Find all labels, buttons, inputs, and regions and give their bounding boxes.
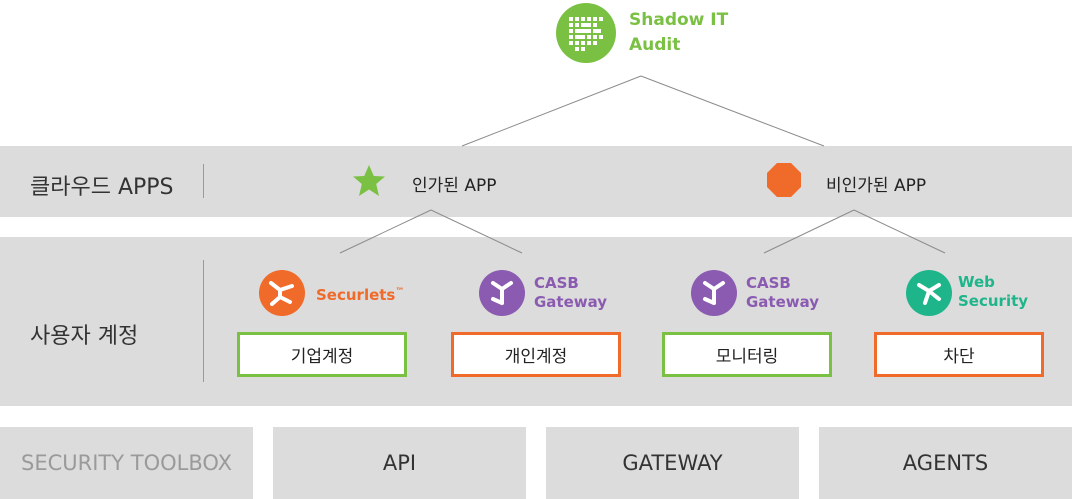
cloud-apps-band bbox=[0, 146, 1072, 217]
stop-octagon-icon bbox=[767, 163, 801, 197]
shadow-it-audit-icon bbox=[556, 3, 616, 63]
casb-gateway-icon bbox=[691, 270, 737, 316]
casb-gateway-icon bbox=[479, 270, 525, 316]
user-accounts-label: 사용자 계정 bbox=[30, 324, 139, 349]
approved-to-securlets-line bbox=[339, 209, 432, 254]
unapproved-to-casb-line bbox=[763, 209, 855, 254]
web-security-icon bbox=[906, 270, 952, 316]
casb-gateway-logo-text: CASB Gateway bbox=[746, 274, 820, 311]
securlets-logo-text: Securlets™ bbox=[316, 286, 405, 304]
security-toolbox-label: SECURITY TOOLBOX bbox=[0, 427, 253, 499]
approved-to-casb-line bbox=[430, 209, 523, 254]
corporate-account-box: 기업계정 bbox=[237, 332, 407, 377]
star-icon bbox=[353, 165, 385, 196]
gateway-tile: GATEWAY bbox=[546, 427, 799, 499]
approved-app-label: 인가된 APP bbox=[412, 176, 497, 196]
cloud-apps-divider bbox=[203, 164, 204, 198]
personal-account-box: 개인계정 bbox=[451, 332, 621, 377]
web-security-logo-text: Web Security bbox=[958, 273, 1029, 310]
monitoring-box: 모니터링 bbox=[662, 332, 832, 377]
securlets-icon bbox=[259, 270, 305, 316]
shadow-it-audit-title: Shadow IT Audit bbox=[629, 10, 729, 55]
cloud-apps-label: 클라우드 APPS bbox=[30, 175, 174, 200]
block-box: 차단 bbox=[874, 332, 1044, 377]
user-accounts-band bbox=[0, 237, 1072, 406]
unapproved-app-label: 비인가된 APP bbox=[826, 176, 927, 196]
user-accounts-divider bbox=[203, 260, 204, 382]
agents-tile: AGENTS bbox=[819, 427, 1072, 499]
api-tile: API bbox=[273, 427, 526, 499]
unapproved-to-web-line bbox=[853, 209, 946, 254]
audit-to-approved-line bbox=[461, 75, 642, 147]
casb-gateway-logo-text: CASB Gateway bbox=[534, 274, 608, 311]
audit-to-unapproved-line bbox=[640, 75, 825, 147]
